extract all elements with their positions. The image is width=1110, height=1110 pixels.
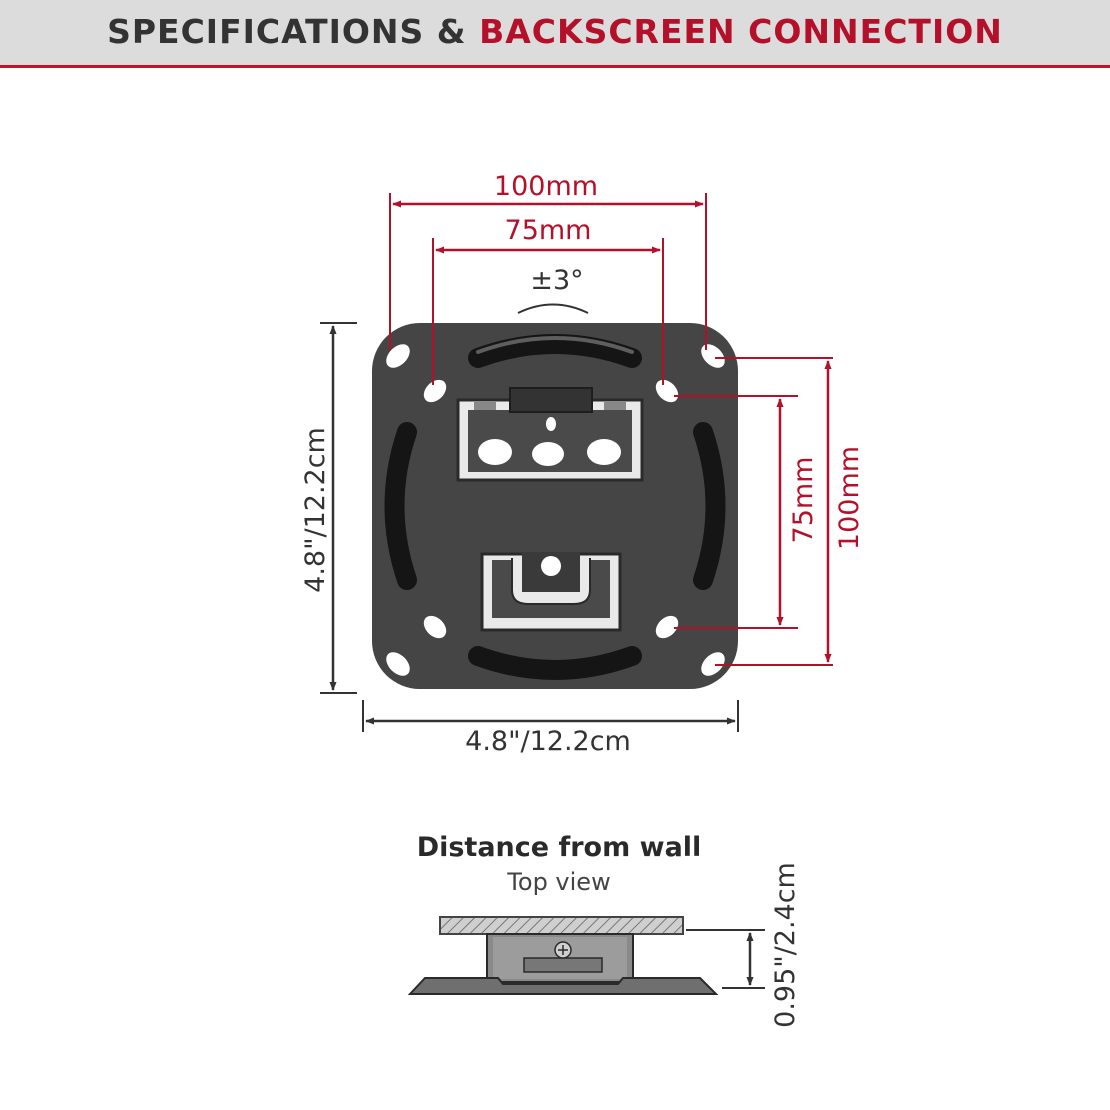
slot-top-arc [468, 334, 642, 368]
hole-100-tl [386, 344, 410, 368]
lower-bracket [480, 552, 622, 632]
side-view-subtitle: Top view [506, 868, 610, 896]
header-banner: SPECIFICATIONS & BACKSCREEN CONNECTION [0, 0, 1110, 68]
slot-bottom-arc [468, 646, 642, 680]
page-title: SPECIFICATIONS & BACKSCREEN CONNECTION [107, 12, 1003, 51]
hole-75-tl [423, 379, 447, 403]
hole-75-br [655, 615, 679, 639]
dim-label-75-right: 75mm [788, 457, 819, 544]
hole-75-bl [423, 615, 447, 639]
tilt-arc [517, 303, 589, 314]
dim-label-depth: 0.95"/2.4cm [770, 862, 801, 1028]
extension-lines [389, 193, 833, 666]
side-view-title: Distance from wall [417, 832, 702, 863]
slot-right-arc [693, 422, 726, 590]
upper-bracket [456, 387, 644, 482]
hole-75-tr [655, 379, 679, 403]
hole-100-br [701, 652, 725, 676]
slot-left-arc [384, 422, 417, 590]
dim-label-100-top: 100mm [494, 171, 598, 202]
dim-label-plate-height: 4.8"/12.2cm [300, 427, 331, 593]
hole-100-tr [701, 344, 725, 368]
wall-section [439, 916, 684, 935]
dim-label-100-right: 100mm [834, 446, 865, 550]
title-part-specifications: SPECIFICATIONS & [107, 12, 467, 51]
wall-plate [372, 323, 738, 689]
title-part-backscreen: BACKSCREEN CONNECTION [479, 12, 1003, 51]
hole-100-bl [386, 652, 410, 676]
tilt-label: ±3° [530, 265, 583, 296]
dim-label-75-top: 75mm [505, 215, 592, 246]
side-view-drawing [407, 916, 719, 995]
dim-label-plate-width: 4.8"/12.2cm [465, 726, 631, 757]
